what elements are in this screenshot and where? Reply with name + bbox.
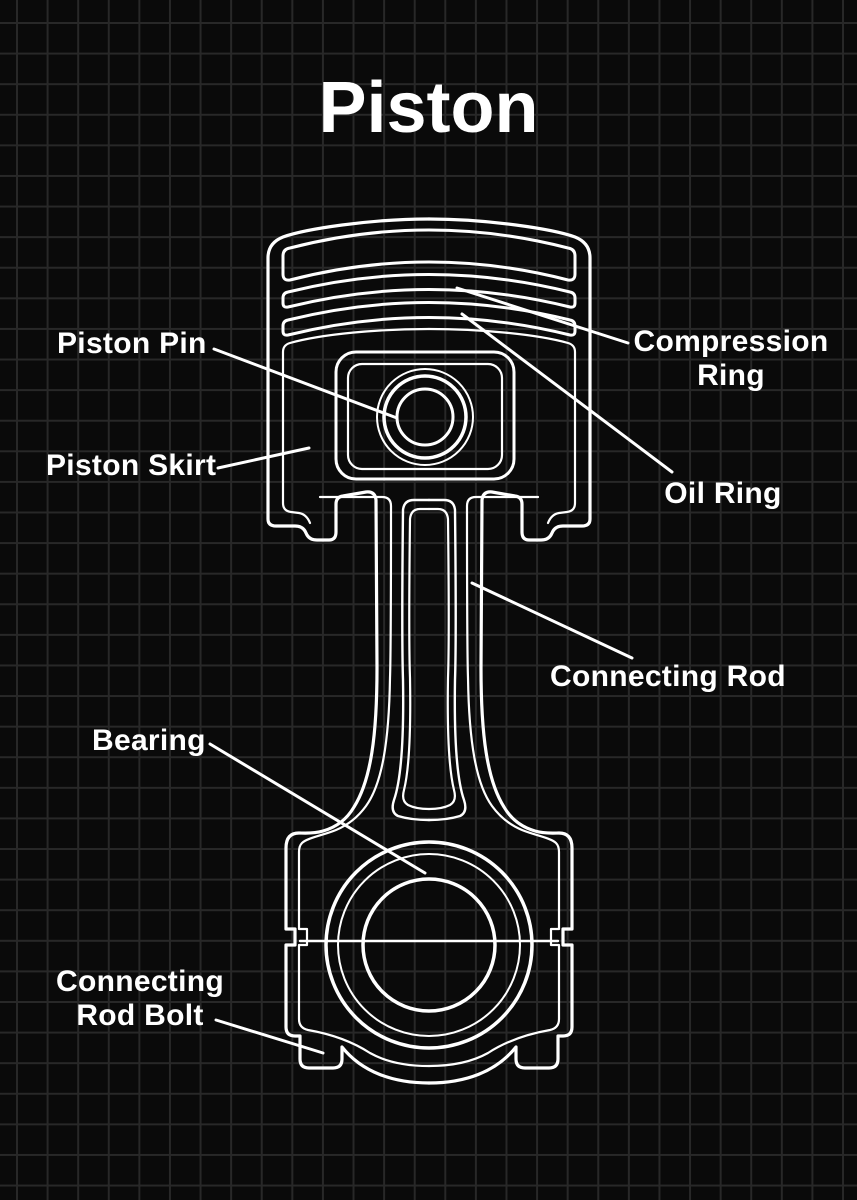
label-connecting-rod-bolt-line2: Rod Bolt [76, 999, 204, 1032]
piston-pin-circle-inner [395, 387, 455, 447]
leader-connecting-rod-bolt [214, 1018, 325, 1055]
label-oil-ring: Oil Ring [664, 477, 782, 510]
page-title: Piston [318, 68, 539, 148]
label-compression-ring-line1: Compression [633, 325, 829, 358]
leader-piston-skirt [216, 446, 311, 470]
piston-left-half [266, 217, 431, 1085]
leader-oil-ring [460, 312, 674, 474]
leader-piston-pin [212, 347, 399, 420]
label-compression-ring: Compression Ring [591, 325, 857, 393]
leader-bearing [208, 742, 427, 875]
piston-pin-circle-mid [382, 374, 468, 460]
pin-boss-inner [346, 362, 504, 471]
oil-ring-groove [281, 301, 577, 337]
top-land-band [281, 228, 577, 282]
label-connecting-rod-bolt-line1: Connecting [56, 965, 224, 998]
pin-boss-outer [334, 350, 516, 481]
label-connecting-rod-bolt: Connecting Rod Bolt [20, 965, 260, 1033]
label-compression-ring-line2: Ring [697, 359, 765, 392]
piston-pin-circle-outer [376, 368, 474, 466]
leader-compression-ring [455, 286, 630, 345]
big-end-circle-inner [361, 877, 497, 1013]
leader-lines [208, 286, 674, 1055]
label-piston-pin: Piston Pin [57, 327, 207, 360]
label-connecting-rod: Connecting Rod [550, 660, 786, 693]
big-end-circle-outer [324, 840, 534, 1050]
big-end-circle-mid [337, 853, 521, 1037]
leader-connecting-rod [470, 581, 634, 660]
compression-ring-groove [281, 273, 577, 309]
label-piston-skirt: Piston Skirt [46, 449, 217, 482]
label-bearing: Bearing [92, 724, 206, 757]
